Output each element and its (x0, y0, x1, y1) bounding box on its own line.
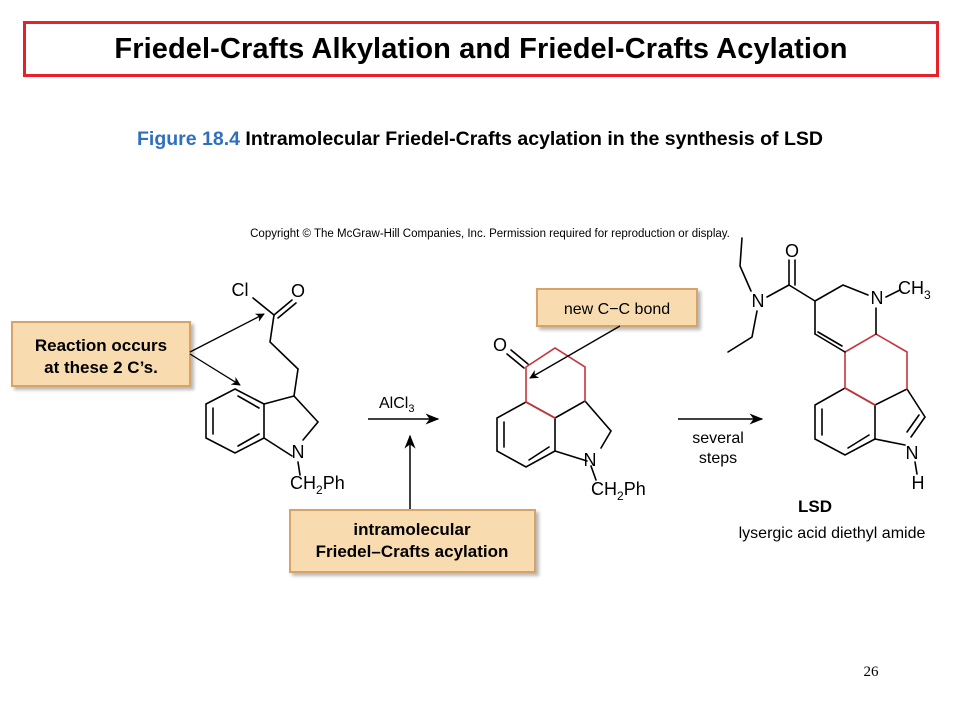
svg-text:Friedel–Crafts acylation: Friedel–Crafts acylation (316, 542, 509, 561)
atom-o-intermediate: O (493, 335, 507, 355)
atom-n-indole: N (906, 443, 919, 463)
figure-caption: Figure 18.4 Intramolecular Friedel-Craft… (10, 128, 950, 151)
starting-material (205, 297, 320, 476)
group-ch2ph-start: CH2Ph (290, 473, 345, 497)
lsd-structure (727, 237, 926, 475)
svg-text:at these 2 C’s.: at these 2 C’s. (44, 358, 158, 377)
product-name: LSD (798, 497, 832, 516)
atom-n-intermediate: N (584, 450, 597, 470)
svg-text:intramolecular: intramolecular (353, 520, 471, 539)
benzene-ring-lsd (814, 387, 876, 456)
callout-intramolecular: intramolecular Friedel–Crafts acylation (289, 509, 536, 573)
atom-h-indole: H (912, 473, 925, 493)
arrow-label-steps: steps (699, 450, 737, 467)
reagent-alcl3: AlCl3 (379, 395, 414, 415)
group-ch2ph-intermediate: CH2Ph (591, 479, 646, 503)
title-box: Friedel-Crafts Alkylation and Friedel-Cr… (23, 21, 939, 77)
pointer-arrow-new-bond (529, 325, 621, 379)
slide-number: 26 (863, 664, 879, 680)
benzene-ring-intermediate (496, 401, 556, 468)
atom-o-lsd: O (785, 241, 799, 261)
slide-title: Friedel-Crafts Alkylation and Friedel-Cr… (114, 32, 848, 65)
svg-text:Reaction occurs: Reaction occurs (35, 336, 167, 355)
pointer-arrow-acyl-carbon (189, 313, 265, 353)
callout-reaction-sites: Reaction occurs at these 2 C’s. (11, 321, 191, 387)
callout-new-bond: new C−C bond (536, 288, 698, 327)
atom-n-start: N (292, 442, 305, 462)
atom-cl: Cl (232, 280, 249, 300)
atom-n-amide: N (752, 291, 765, 311)
copyright-notice: Copyright © The McGraw-Hill Companies, I… (250, 228, 730, 240)
atom-o-start: O (291, 281, 305, 301)
atom-n-methyl: N (871, 288, 884, 308)
product-full-name: lysergic acid diethyl amide (739, 525, 926, 542)
pointer-arrow-ring-carbon (189, 353, 241, 386)
intermediate-ketone (496, 347, 612, 481)
benzene-ring-start (205, 388, 265, 454)
figure-label: Figure 18.4 (137, 128, 240, 150)
figure-caption-text: Intramolecular Friedel-Crafts acylation … (245, 128, 823, 150)
arrow-label-several: several (692, 430, 744, 447)
group-ch3: CH3 (898, 278, 931, 302)
svg-text:new C−C bond: new C−C bond (564, 301, 670, 318)
